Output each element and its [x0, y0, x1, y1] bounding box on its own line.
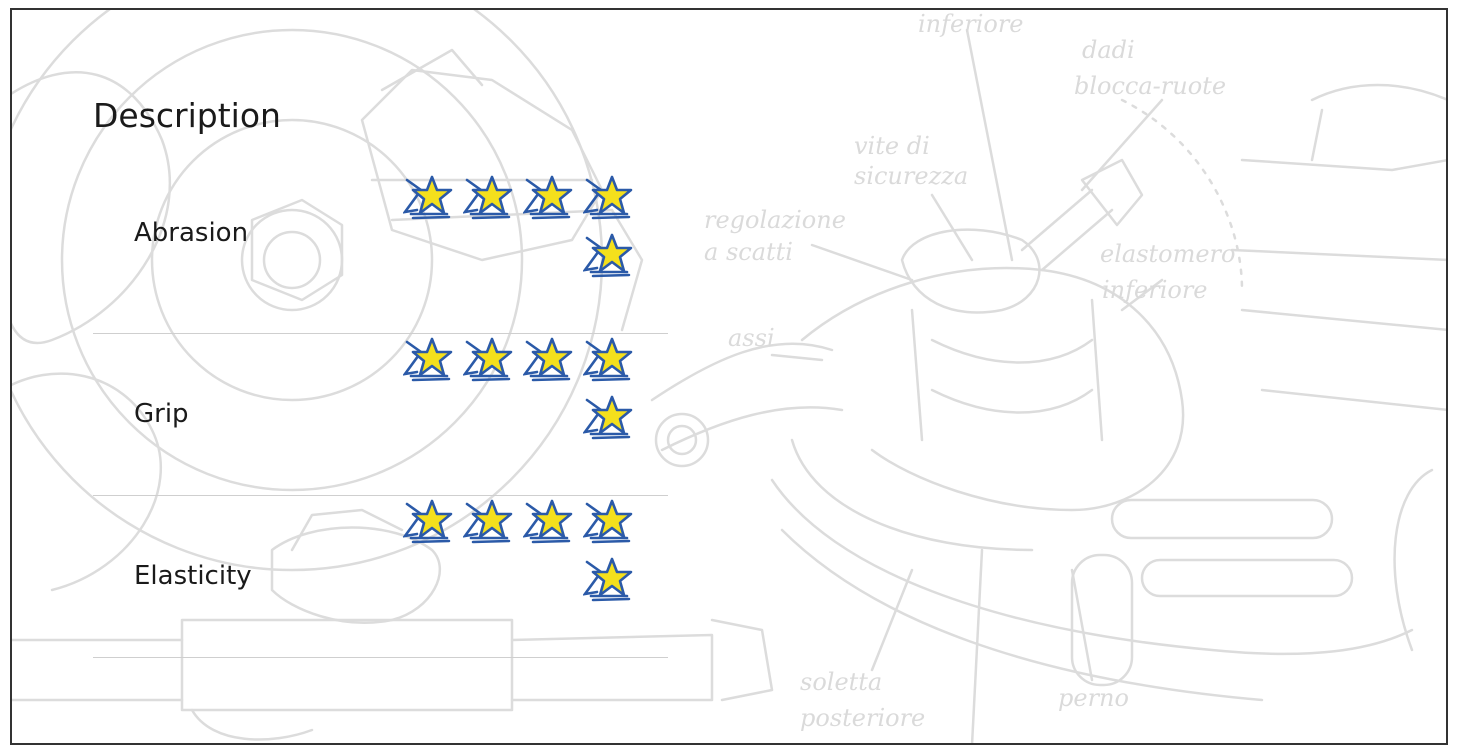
star-icon [403, 499, 453, 543]
sketch-label-a-scatti: a scatti [704, 238, 793, 266]
rating-label: Abrasion [134, 217, 249, 248]
star-icon [523, 175, 573, 219]
star-icon [583, 557, 633, 601]
sketch-label-vite-di: vite di [854, 132, 930, 160]
description-content: Description Abrasion Grip Elasticity [93, 96, 668, 658]
description-title: Description [93, 96, 281, 135]
star-icon [523, 499, 573, 543]
star-icon [463, 337, 513, 381]
rating-row-grip: Grip [93, 334, 668, 496]
sketch-label-assi: assi [728, 324, 775, 352]
star-rating [389, 336, 633, 440]
star-icon [403, 175, 453, 219]
sketch-annotations: inferiore dadi blocca-ruote vite di sicu… [704, 10, 1235, 732]
ratings-list: Abrasion Grip Elasticity [93, 172, 668, 658]
sketch-label-blocca-ruote: blocca-ruote [1074, 72, 1226, 100]
sketch-label-inferiore-top: inferiore [918, 10, 1024, 38]
sketch-label-inferiore: inferiore [1102, 276, 1208, 304]
star-icon [583, 337, 633, 381]
star-icon [523, 337, 573, 381]
star-icon [583, 499, 633, 543]
star-icon [463, 175, 513, 219]
star-icon [463, 499, 513, 543]
star-icon [583, 233, 633, 277]
sketch-label-elastomero: elastomero [1100, 240, 1235, 268]
rating-row-elasticity: Elasticity [93, 496, 668, 658]
star-rating [389, 498, 633, 602]
sketch-label-sicurezza: sicurezza [854, 162, 968, 190]
sketch-label-dadi: dadi [1082, 36, 1135, 64]
rating-label: Elasticity [134, 561, 252, 592]
star-icon [583, 175, 633, 219]
rating-label: Grip [134, 399, 189, 430]
sketch-label-regolazione: regolazione [704, 206, 846, 234]
star-icon [403, 337, 453, 381]
rating-row-abrasion: Abrasion [93, 172, 668, 334]
star-rating [389, 174, 633, 278]
description-panel: inferiore dadi blocca-ruote vite di sicu… [10, 8, 1448, 745]
star-icon [583, 395, 633, 439]
sketch-label-posteriore: posteriore [800, 704, 925, 732]
sketch-label-perno: perno [1058, 684, 1129, 712]
sketch-label-soletta: soletta [800, 668, 882, 696]
